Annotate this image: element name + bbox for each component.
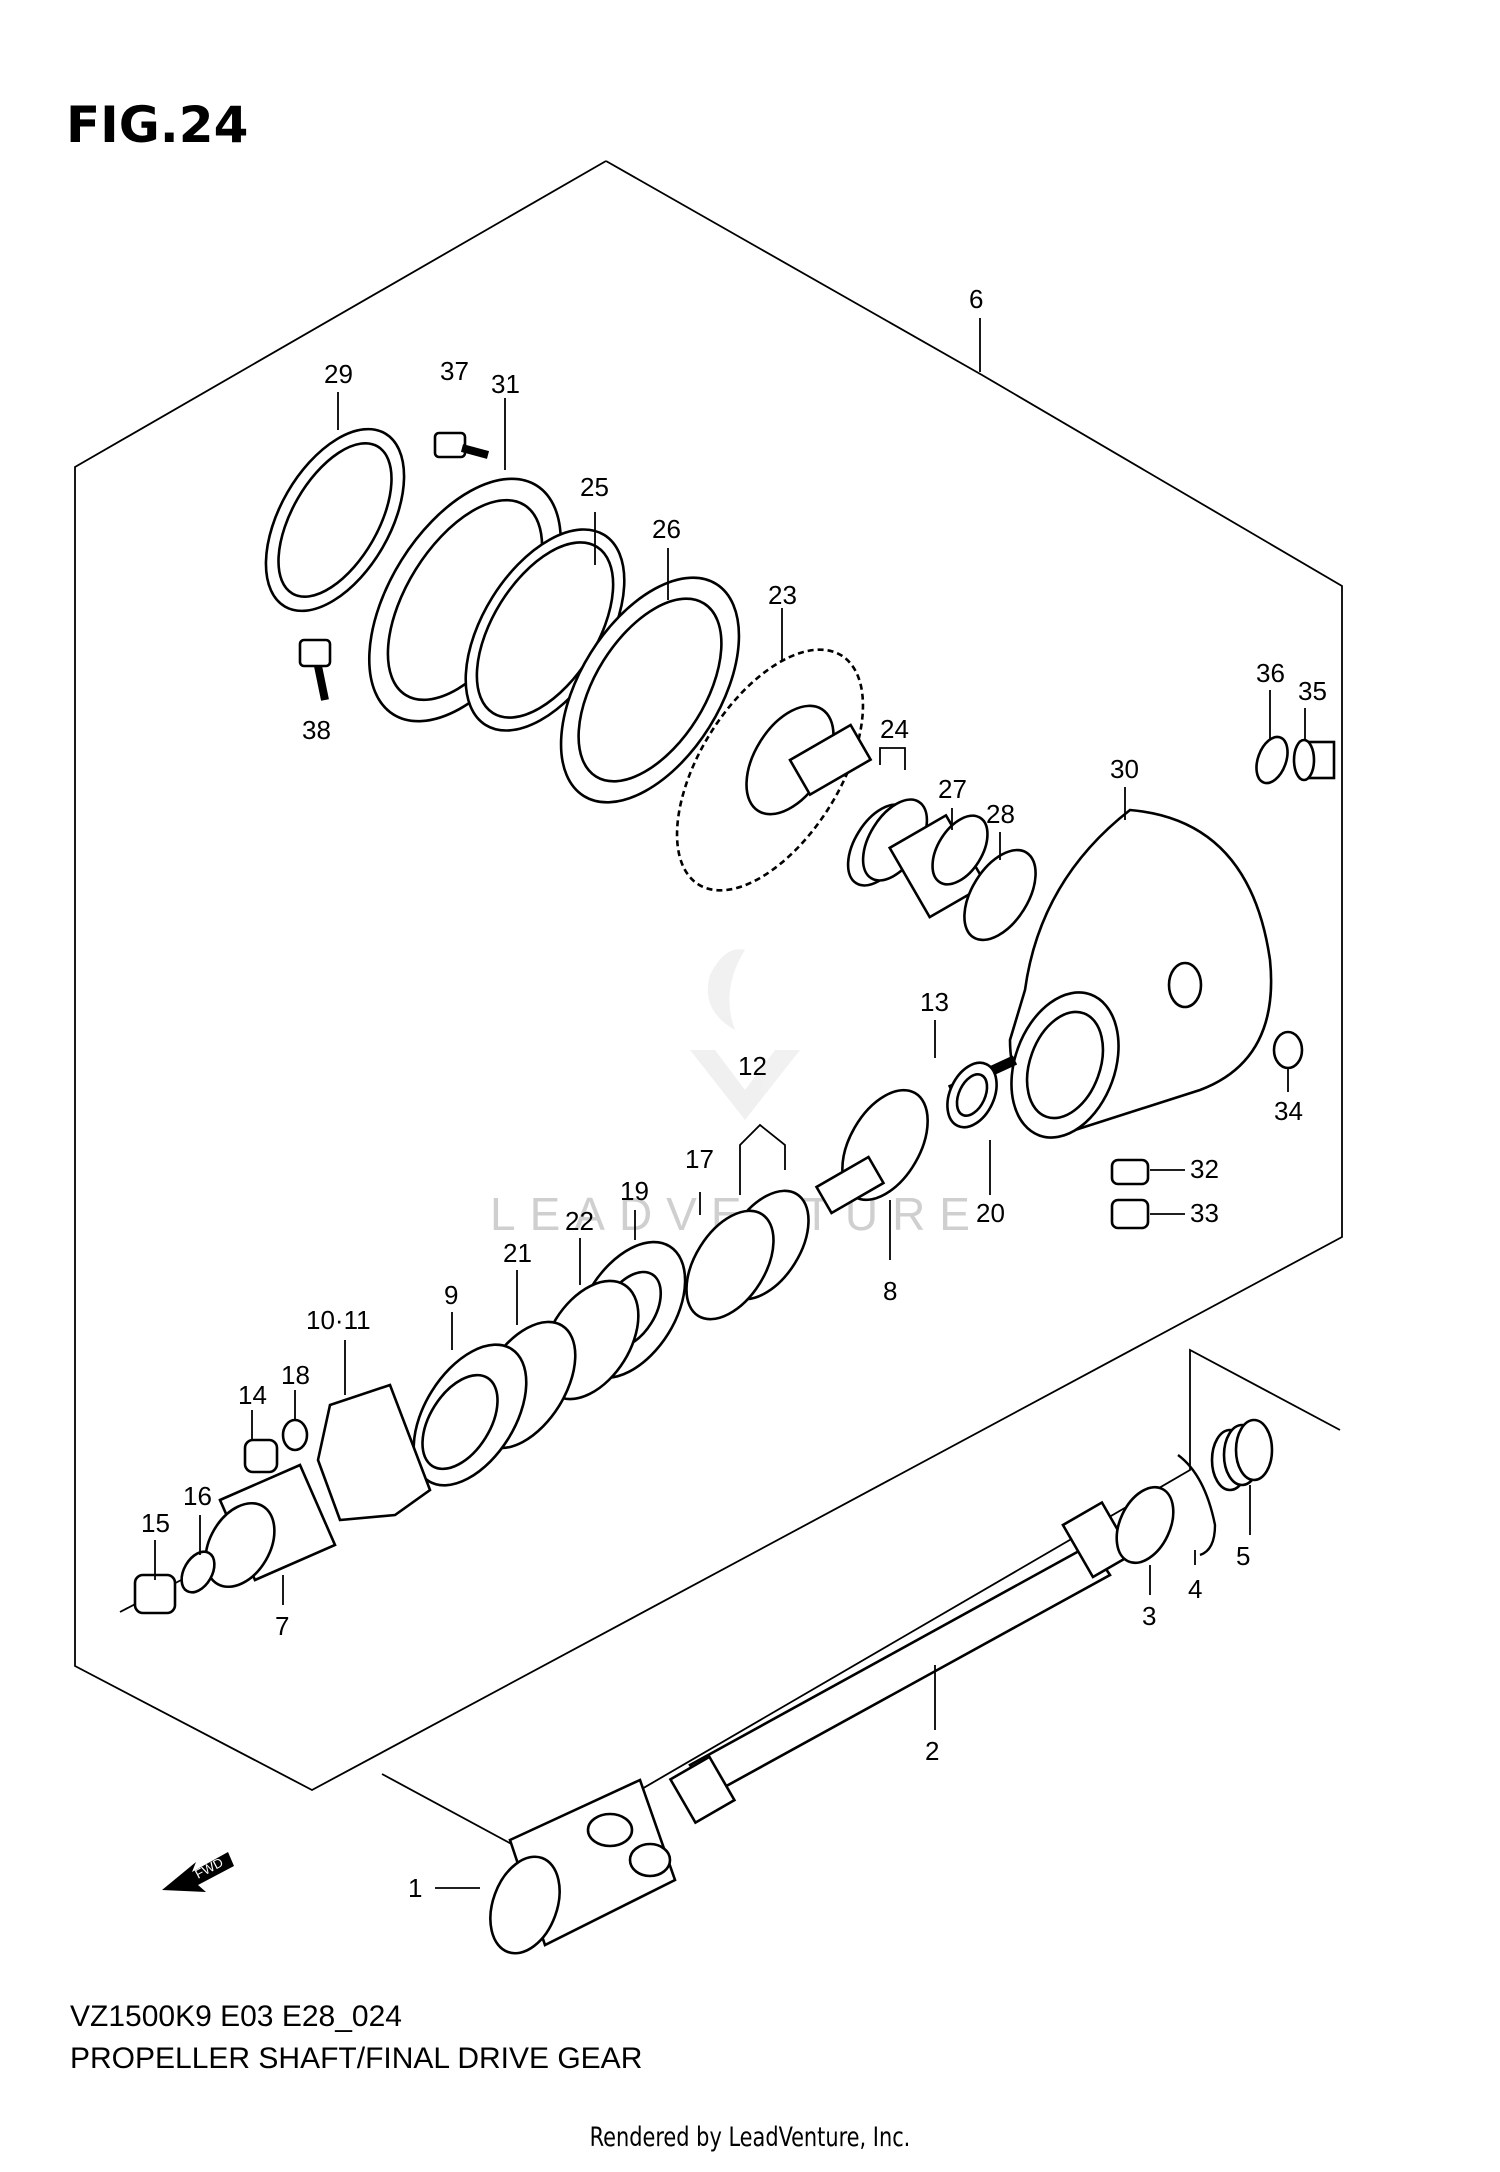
group-outline-final-drive bbox=[74, 160, 1343, 1792]
callout-19: 19 bbox=[620, 1176, 649, 1206]
callout-2: 2 bbox=[925, 1736, 939, 1766]
callout-9: 9 bbox=[444, 1280, 458, 1310]
callout-27: 27 bbox=[938, 774, 967, 804]
callout-32: 32 bbox=[1190, 1154, 1219, 1184]
callout-38: 38 bbox=[302, 715, 331, 745]
callout-18: 18 bbox=[281, 1360, 310, 1390]
footer-credit: Rendered by LeadVenture, Inc. bbox=[589, 2122, 911, 2153]
part-36-gasket bbox=[1255, 735, 1289, 785]
callout-36: 36 bbox=[1256, 658, 1285, 688]
part-7-bearing-sleeve bbox=[204, 1463, 337, 1589]
callout-12: 12 bbox=[738, 1051, 767, 1081]
part-28-ring bbox=[963, 848, 1037, 942]
callout-25: 25 bbox=[580, 472, 609, 502]
model-code: VZ1500K9 E03 E28_024 bbox=[70, 2000, 402, 2033]
part-26-bearing bbox=[559, 576, 741, 804]
callout-30: 30 bbox=[1110, 754, 1139, 784]
part-16-washer bbox=[180, 1550, 216, 1594]
callout-33: 33 bbox=[1190, 1198, 1219, 1228]
callout-21: 21 bbox=[503, 1238, 532, 1268]
part-23-ring-gear bbox=[675, 648, 873, 892]
callout-34: 34 bbox=[1274, 1096, 1303, 1126]
leader-lines bbox=[154, 318, 1306, 1889]
callout-13: 13 bbox=[920, 987, 949, 1017]
part-5-spring bbox=[1210, 1418, 1274, 1492]
part-34-breather bbox=[1272, 1030, 1304, 1070]
callout-28: 28 bbox=[986, 799, 1015, 829]
part-17-shim bbox=[685, 1209, 775, 1321]
part-4-circlip bbox=[1177, 1454, 1217, 1557]
callout-24: 24 bbox=[880, 714, 909, 744]
part-14-cap-bolt bbox=[243, 1438, 279, 1474]
callout-10-11: 10·11 bbox=[306, 1305, 371, 1335]
callout-17: 17 bbox=[685, 1144, 714, 1174]
callout-31: 31 bbox=[491, 369, 520, 399]
part-3-oil-seal bbox=[1115, 1485, 1175, 1565]
part-33-nut bbox=[1110, 1198, 1150, 1230]
callout-15: 15 bbox=[141, 1508, 170, 1538]
callout-29: 29 bbox=[324, 359, 353, 389]
part-30-final-drive-housing bbox=[1008, 808, 1273, 1139]
callout-1: 1 bbox=[408, 1873, 422, 1903]
figure-title: FIG.24 bbox=[66, 96, 249, 154]
part-15-nut bbox=[133, 1573, 177, 1615]
part-2-propeller-shaft bbox=[668, 1500, 1134, 1825]
part-8-drive-pinion bbox=[814, 1088, 929, 1215]
callout-35: 35 bbox=[1298, 676, 1327, 706]
part-27-needle-bearing bbox=[887, 813, 989, 919]
part-35-plug bbox=[1292, 738, 1336, 782]
part-18-washer bbox=[281, 1418, 309, 1452]
part-29-seal-ring bbox=[264, 427, 406, 613]
callout-16: 16 bbox=[183, 1481, 212, 1511]
part-32-cap bbox=[1110, 1158, 1150, 1186]
part-38-bolt bbox=[298, 638, 332, 701]
part-1-universal-joint bbox=[489, 1778, 677, 1955]
callout-23: 23 bbox=[768, 580, 797, 610]
callout-4: 4 bbox=[1188, 1574, 1202, 1604]
part-20-bearing bbox=[946, 1061, 998, 1129]
figure-caption: PROPELLER SHAFT/FINAL DRIVE GEAR bbox=[70, 2042, 643, 2075]
callout-3: 3 bbox=[1142, 1601, 1156, 1631]
callout-7: 7 bbox=[275, 1611, 289, 1641]
callout-8: 8 bbox=[883, 1276, 897, 1306]
part-9-bearing-retainer bbox=[412, 1343, 528, 1487]
watermark-logo bbox=[690, 949, 800, 1120]
part-37-bolt bbox=[433, 431, 490, 459]
callout-5: 5 bbox=[1236, 1541, 1250, 1571]
callout-22: 22 bbox=[565, 1206, 594, 1236]
part-10-11-gasket bbox=[316, 1383, 432, 1522]
group-outline-propeller bbox=[381, 1348, 1341, 1856]
callout-6: 6 bbox=[969, 284, 983, 314]
callout-26: 26 bbox=[652, 514, 681, 544]
callout-20: 20 bbox=[976, 1198, 1005, 1228]
fwd-arrow-icon: FWD bbox=[162, 1852, 234, 1892]
callout-37: 37 bbox=[440, 356, 469, 386]
callout-14: 14 bbox=[238, 1380, 267, 1410]
